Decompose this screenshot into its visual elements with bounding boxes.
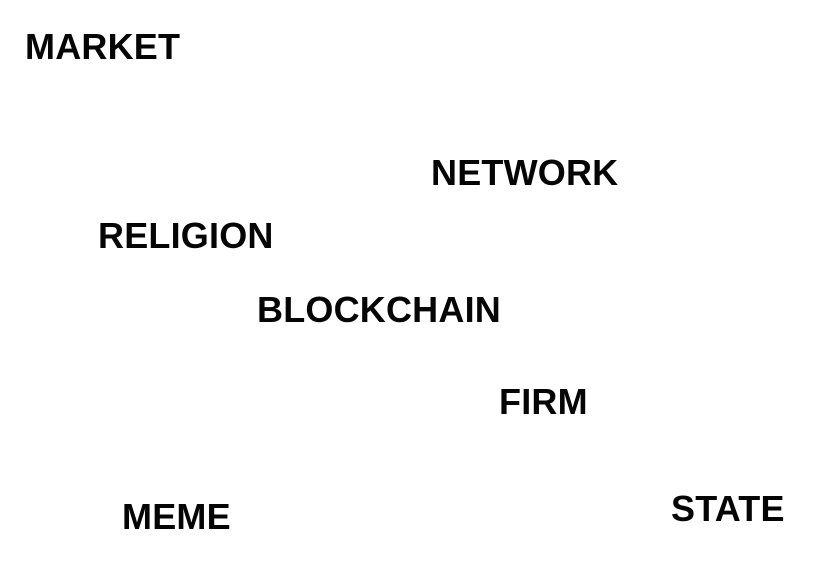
- word-market: MARKET: [25, 26, 181, 67]
- word-firm: FIRM: [499, 381, 588, 422]
- word-religion: RELIGION: [98, 215, 274, 256]
- word-network: NETWORK: [431, 152, 619, 193]
- word-blockchain: BLOCKCHAIN: [257, 289, 501, 330]
- word-state: STATE: [671, 488, 785, 529]
- word-meme: MEME: [122, 496, 231, 537]
